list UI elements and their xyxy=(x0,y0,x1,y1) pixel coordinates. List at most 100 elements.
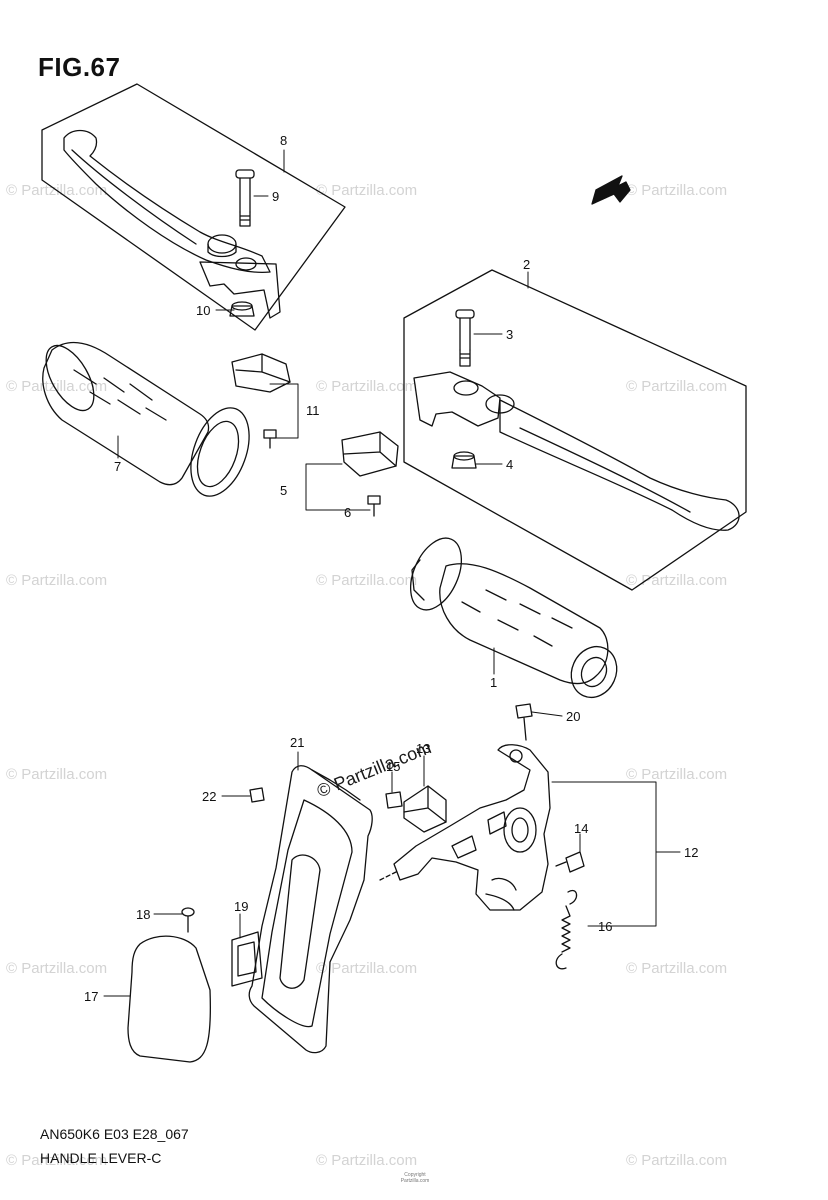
callout-7[interactable]: 7 xyxy=(114,459,122,474)
callout-10[interactable]: 10 xyxy=(196,303,211,318)
spring-16 xyxy=(555,889,578,970)
throttle-flange xyxy=(409,537,463,611)
bracket-ribs xyxy=(451,811,507,859)
watermark: © Partzilla.com xyxy=(6,766,108,783)
nut-10 xyxy=(229,305,255,317)
leader-11 xyxy=(269,383,299,439)
rubber-body-19 xyxy=(231,931,263,987)
callout-4[interactable]: 4 xyxy=(506,457,514,472)
bolt-thread-9 xyxy=(239,211,251,227)
watermark: © Partzilla.com xyxy=(6,960,108,977)
lever-bracket-2 xyxy=(413,371,501,427)
watermark: © Partzilla.com xyxy=(316,182,418,199)
bolt-head-9 xyxy=(235,169,255,179)
callout-14[interactable]: 14 xyxy=(574,821,589,836)
callout-15[interactable]: 15 xyxy=(386,759,401,774)
leader-5-6 xyxy=(305,463,371,511)
group-frame-8 xyxy=(41,83,346,331)
bolt-14 xyxy=(565,851,585,873)
lever-assembly-8 xyxy=(41,83,346,331)
callout-13[interactable]: 13 xyxy=(416,741,431,756)
callout-19[interactable]: 19 xyxy=(234,899,249,914)
callout-17[interactable]: 17 xyxy=(84,989,99,1004)
bolt-20 xyxy=(515,703,533,719)
watermark: © Partzilla.com xyxy=(6,378,108,395)
parking-brake-assembly-12 xyxy=(379,703,585,970)
watermark: © Partzilla.com xyxy=(316,378,418,395)
watermark: © Partzilla.com xyxy=(626,182,728,199)
fwd-arrow-shape xyxy=(591,175,631,205)
model-code: AN650K6 E03 E28_067 xyxy=(40,1126,189,1142)
switch-edges-5 xyxy=(343,431,397,467)
grip-end-1 xyxy=(570,645,618,699)
switch-11 xyxy=(231,353,291,449)
guide-line xyxy=(379,871,397,881)
screw-head-22 xyxy=(249,787,265,803)
cover-21 xyxy=(248,765,373,1054)
group-frame-2 xyxy=(403,269,747,591)
watermark: © Partzilla.com xyxy=(316,960,418,977)
cover-inner-21 xyxy=(261,799,353,1028)
callout-21[interactable]: 21 xyxy=(290,735,305,750)
watermark: © Partzilla.com xyxy=(626,766,728,783)
switch-edges-13 xyxy=(403,785,447,823)
bracket-hole xyxy=(509,749,523,763)
watermark: © Partzilla.com xyxy=(316,1152,418,1169)
watermark: © Partzilla.com xyxy=(6,572,108,589)
switch-edges-11 xyxy=(235,353,291,383)
callout-1[interactable]: 1 xyxy=(490,675,498,690)
left-grip-7 xyxy=(42,342,250,497)
grip-pattern xyxy=(73,369,167,421)
lever-edge xyxy=(71,149,197,245)
bracket-slot xyxy=(485,877,517,911)
lever-edge-2 xyxy=(519,427,691,513)
lever-blade xyxy=(63,129,271,274)
switch-5 xyxy=(341,431,399,517)
right-grip-1 xyxy=(409,537,618,699)
pad-body-17 xyxy=(127,935,212,1063)
callout-11[interactable]: 11 xyxy=(306,403,320,418)
grip-flange-inner xyxy=(196,420,240,488)
callout-12[interactable]: 12 xyxy=(684,845,699,860)
screw-head-18 xyxy=(181,907,195,917)
lever-assembly-2 xyxy=(403,269,747,591)
bolt-head-3 xyxy=(455,309,475,319)
leader-20 xyxy=(531,711,563,717)
cover-body-21 xyxy=(248,765,373,1054)
callout-18[interactable]: 18 xyxy=(136,907,151,922)
section-name: HANDLE LEVER-C xyxy=(40,1150,162,1166)
cover-window-21 xyxy=(279,854,321,989)
rubber-inner-19 xyxy=(237,941,257,977)
bracket-12 xyxy=(393,744,551,911)
pad-17 xyxy=(127,935,212,1063)
callout-3[interactable]: 3 xyxy=(506,327,514,342)
callout-22[interactable]: 22 xyxy=(202,789,217,804)
callout-2[interactable]: 2 xyxy=(523,257,531,272)
throttle-tab xyxy=(411,559,425,601)
watermark: © Partzilla.com xyxy=(626,378,728,395)
callout-9[interactable]: 9 xyxy=(272,189,280,204)
grip-body-1 xyxy=(439,563,609,685)
callout-16[interactable]: 16 xyxy=(598,919,613,934)
grip-pattern-1 xyxy=(461,589,573,647)
callout-5[interactable]: 5 xyxy=(280,483,288,498)
callout-8[interactable]: 8 xyxy=(280,133,288,148)
switch-body-11 xyxy=(231,353,291,393)
screw-22 xyxy=(249,787,265,803)
screw-18 xyxy=(181,907,195,933)
bolt-shank-14 xyxy=(555,861,567,867)
watermark: © Partzilla.com xyxy=(316,572,418,589)
screw-6 xyxy=(367,495,381,505)
fwd-arrow-icon xyxy=(591,175,631,205)
adjuster-knob xyxy=(207,234,237,254)
grip-flange xyxy=(190,407,250,497)
callout-6[interactable]: 6 xyxy=(344,505,352,520)
callout-20[interactable]: 20 xyxy=(566,709,581,724)
grip-end xyxy=(45,344,95,412)
grip-body xyxy=(42,342,210,486)
copyright-notice: Copyright Partzilla.com xyxy=(340,1172,490,1184)
figure-title: FIG.67 xyxy=(38,52,121,82)
lock-ring xyxy=(503,807,537,853)
